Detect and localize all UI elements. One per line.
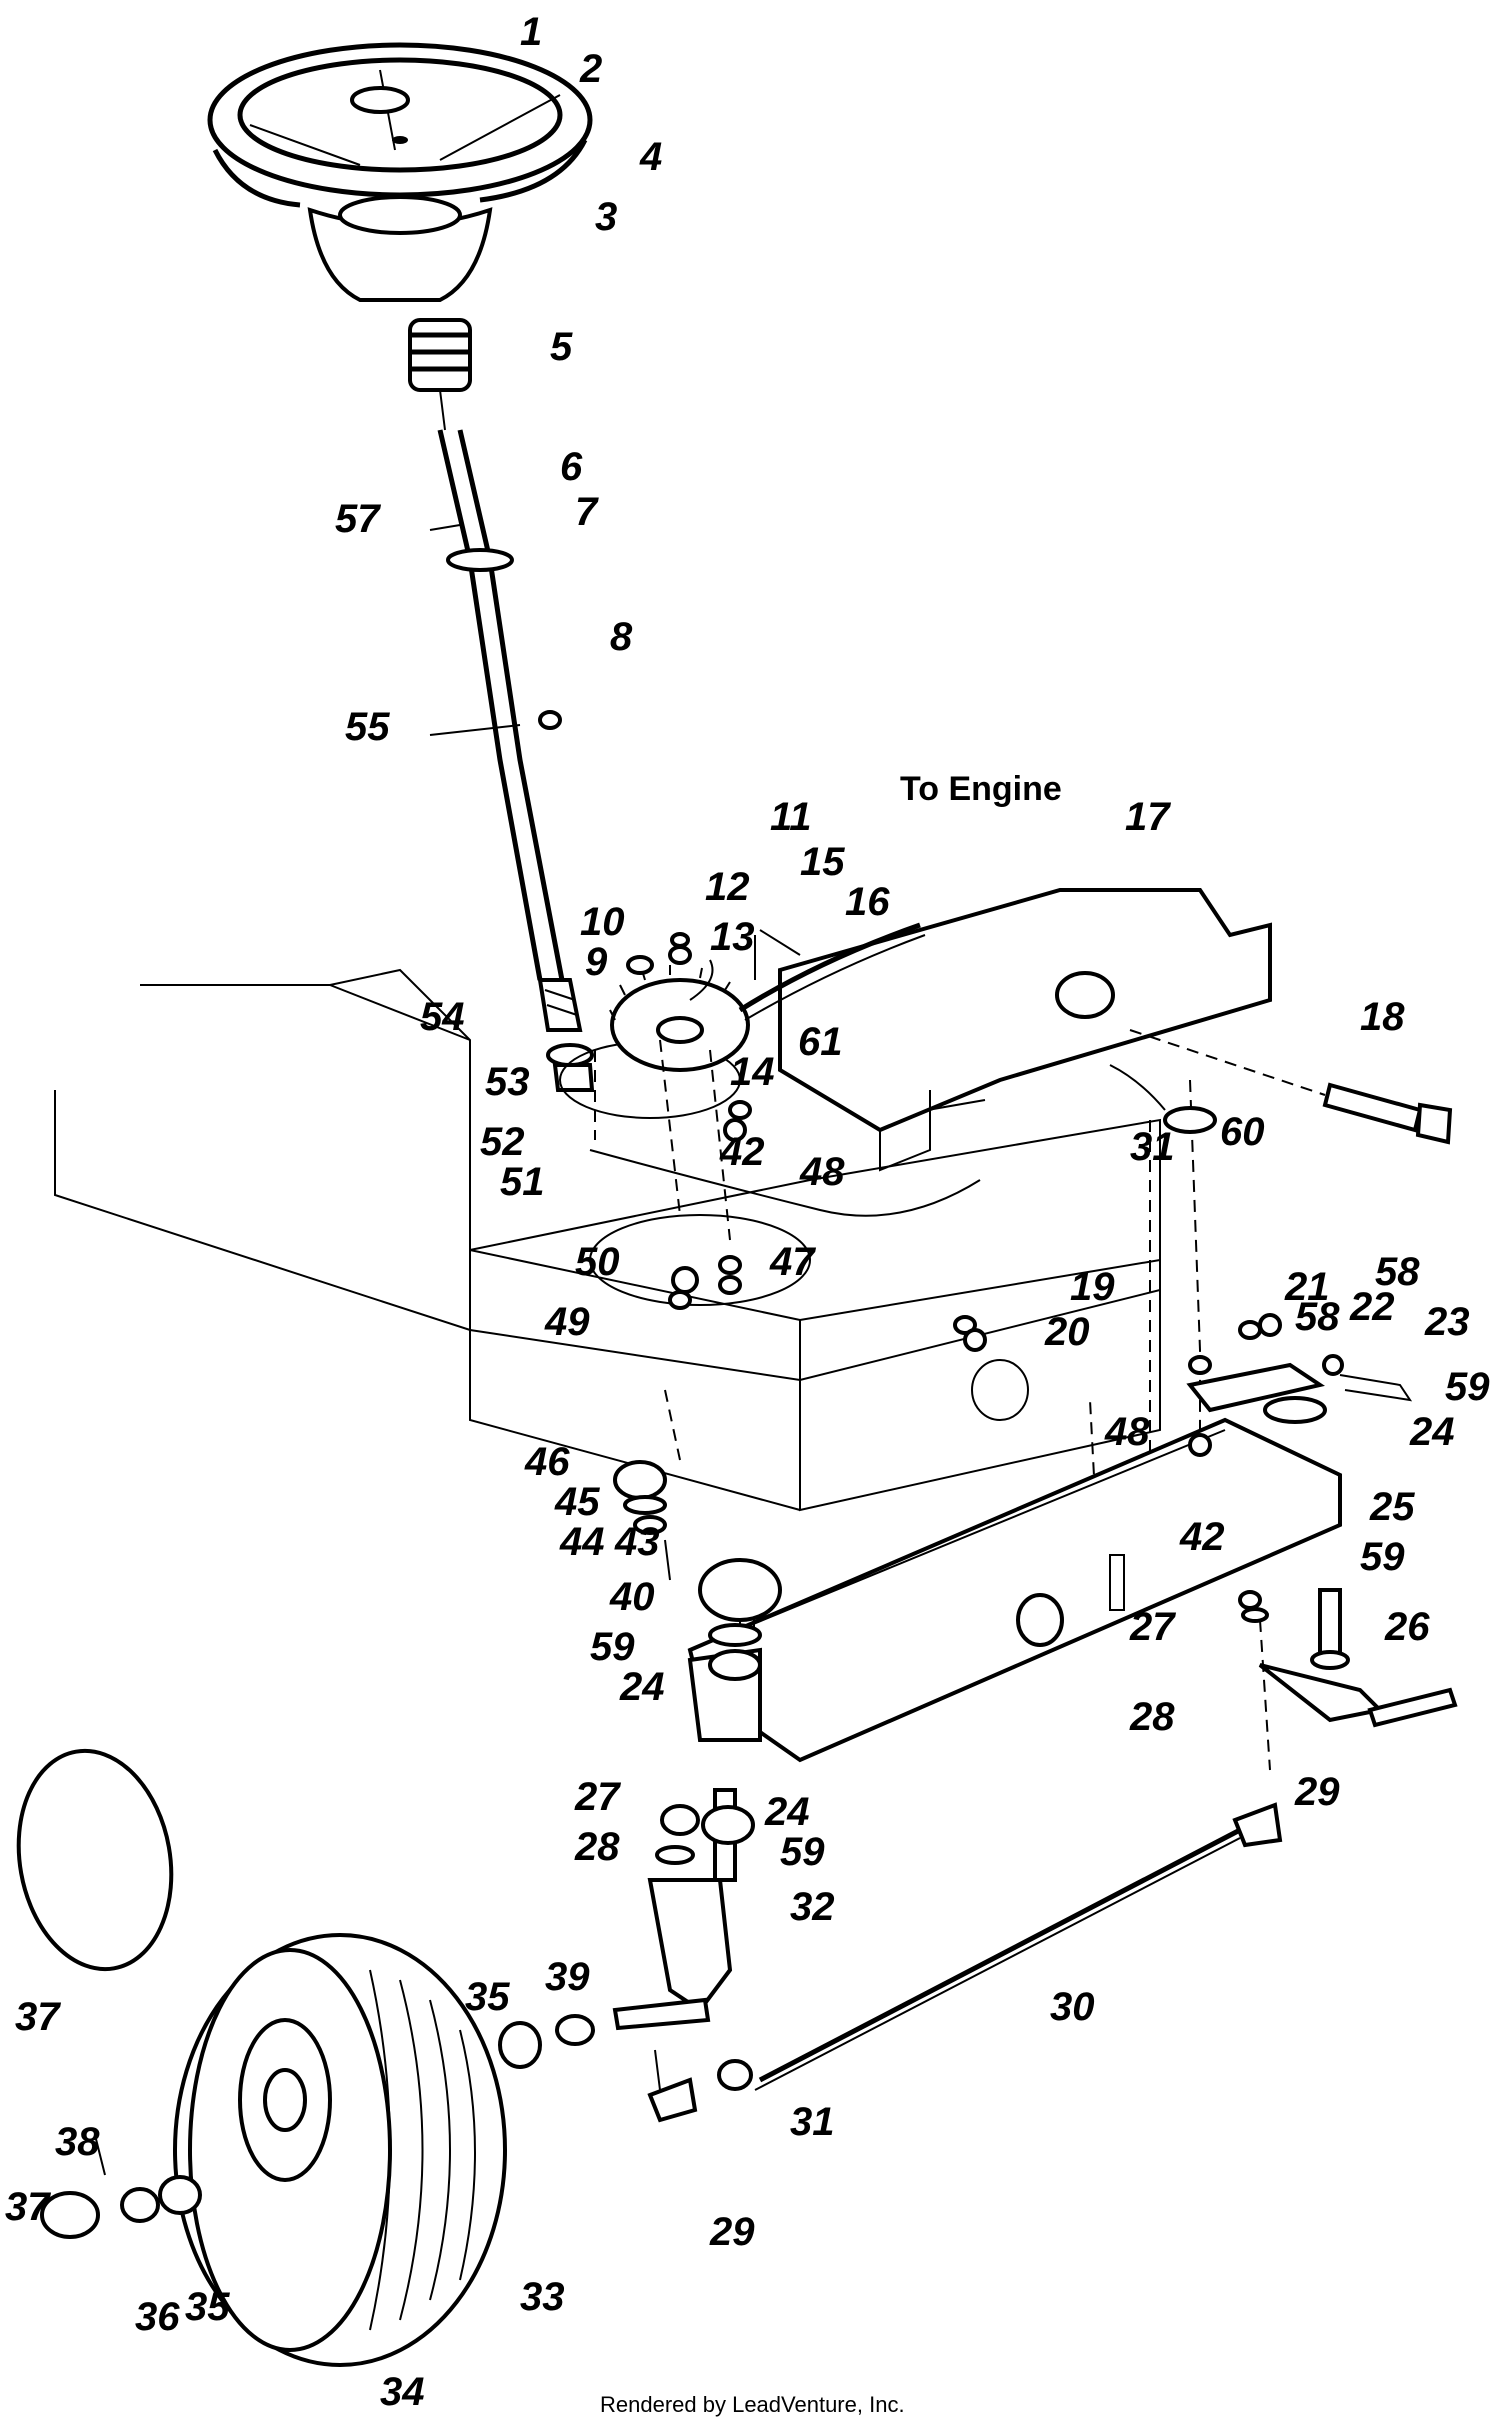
- callout-c27b: 27: [574, 1775, 621, 1819]
- steering-wheel: [207, 42, 593, 302]
- callout-c42a: 42: [719, 1130, 765, 1174]
- callout-c59a: 59: [1445, 1365, 1490, 1409]
- footer-credit: Rendered by LeadVenture, Inc.: [600, 2392, 905, 2417]
- callout-c43: 43: [614, 1520, 660, 1564]
- tie-rod-30: [647, 1802, 1283, 2123]
- callout-c3: 3: [595, 195, 617, 239]
- callout-c58a: 58: [1295, 1295, 1340, 1339]
- callout-c7: 7: [575, 490, 599, 534]
- steering-shaft: [429, 429, 595, 1092]
- callout-c47: 47: [769, 1240, 816, 1284]
- callout-c36: 36: [135, 2295, 180, 2339]
- engine-cable: [738, 922, 926, 1021]
- callout-c4: 4: [639, 135, 662, 179]
- callout-c1: 1: [520, 10, 542, 54]
- callout-c26: 26: [1384, 1605, 1430, 1649]
- callout-c31a: 31: [1130, 1125, 1175, 1169]
- callout-c57: 57: [335, 497, 381, 541]
- callout-c16: 16: [845, 880, 890, 924]
- callout-c32: 32: [790, 1885, 835, 1929]
- steering-boot: [408, 318, 472, 431]
- callout-c23: 23: [1424, 1300, 1470, 1344]
- callout-c45: 45: [554, 1480, 600, 1524]
- callout-c40: 40: [609, 1575, 655, 1619]
- callout-c8: 8: [610, 615, 633, 659]
- callout-c51: 51: [500, 1160, 545, 1204]
- callout-c37a: 37: [15, 1995, 61, 2039]
- callout-c34: 34: [380, 2370, 425, 2414]
- steering-arm: [1186, 1362, 1413, 1424]
- assembly-lines: [594, 1039, 1271, 1771]
- callout-c14: 14: [730, 1050, 775, 1094]
- callout-c28b: 28: [574, 1825, 620, 1869]
- callout-c61: 61: [798, 1020, 843, 1064]
- callout-c30: 30: [1050, 1985, 1095, 2029]
- callout-c11: 11: [770, 795, 812, 839]
- callout-c17: 17: [1125, 795, 1171, 839]
- callout-c28a: 28: [1129, 1695, 1175, 1739]
- callout-c59d: 59: [780, 1830, 825, 1874]
- callout-c44: 44: [559, 1520, 605, 1564]
- callout-c22: 22: [1349, 1285, 1395, 1329]
- callout-c27a: 27: [1129, 1605, 1176, 1649]
- callout-c53: 53: [485, 1060, 530, 1104]
- callout-c49: 49: [544, 1300, 590, 1344]
- callout-c39: 39: [545, 1955, 590, 1999]
- front-axle-25: [687, 1417, 1342, 1763]
- callout-c31b: 31: [790, 2100, 835, 2144]
- callout-c52: 52: [480, 1120, 525, 1164]
- to-engine-label: To Engine: [900, 770, 1062, 808]
- callout-c24b: 24: [619, 1665, 665, 1709]
- callout-c9: 9: [585, 940, 608, 984]
- callout-c19: 19: [1070, 1265, 1115, 1309]
- callout-c10: 10: [580, 900, 625, 944]
- axle-support-17: [778, 888, 1272, 1172]
- frame-chassis: [54, 968, 1161, 1512]
- callout-c25: 25: [1369, 1485, 1415, 1529]
- callout-c48a: 48: [799, 1150, 845, 1194]
- callout-c2: 2: [579, 47, 602, 91]
- callout-c33: 33: [520, 2275, 565, 2319]
- callout-c5: 5: [550, 325, 573, 369]
- callout-c42b: 42: [1179, 1515, 1225, 1559]
- hub-cap-37: [16, 1748, 174, 1972]
- wheel-tire: [173, 1933, 507, 2367]
- callout-c24c: 24: [764, 1790, 810, 1834]
- callout-c13: 13: [710, 915, 755, 959]
- callout-c54: 54: [420, 995, 465, 1039]
- callout-c15: 15: [800, 840, 845, 884]
- callout-c29a: 29: [1294, 1770, 1340, 1814]
- callout-c46: 46: [524, 1440, 570, 1484]
- callout-c37b: 37: [5, 2185, 51, 2229]
- callout-c35b: 35: [185, 2285, 230, 2329]
- callout-c38: 38: [55, 2120, 100, 2164]
- callout-c59b: 59: [590, 1625, 635, 1669]
- callout-c18: 18: [1360, 995, 1405, 1039]
- callout-c24a: 24: [1409, 1410, 1455, 1454]
- callout-c12: 12: [705, 865, 750, 909]
- spindle-26: [1258, 1588, 1458, 1728]
- callout-c35a: 35: [465, 1975, 510, 2019]
- callout-c29b: 29: [709, 2210, 755, 2254]
- callout-c48b: 48: [1104, 1410, 1150, 1454]
- callout-c21: 21: [1284, 1265, 1330, 1309]
- hardware: [40, 929, 1344, 2239]
- callout-c59c: 59: [1360, 1535, 1405, 1579]
- callout-c20: 20: [1044, 1310, 1090, 1354]
- callout-c55: 55: [345, 705, 390, 749]
- steering-gear: [609, 959, 750, 1072]
- callout-c6: 6: [560, 445, 583, 489]
- callout-c58b: 58: [1375, 1250, 1420, 1294]
- bolt-18: [1129, 1029, 1453, 1145]
- callout-c50: 50: [575, 1240, 620, 1284]
- callout-c60: 60: [1220, 1110, 1265, 1154]
